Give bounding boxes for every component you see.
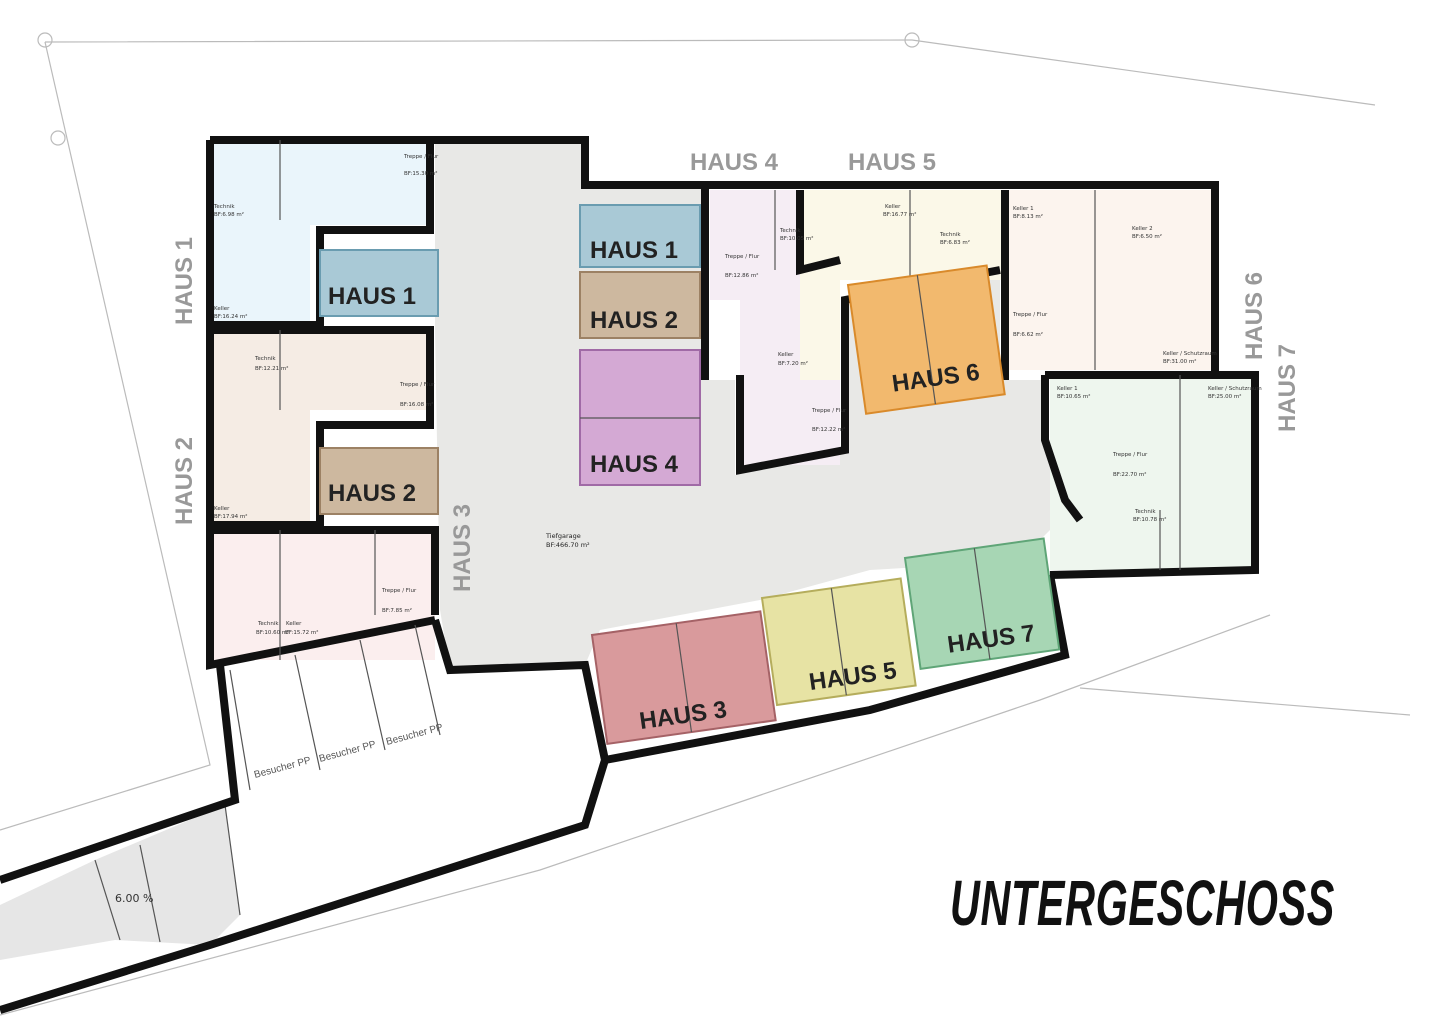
spot-haus6: HAUS 6 xyxy=(846,264,1006,415)
svg-text:Technik: Technik xyxy=(254,356,276,362)
spot-haus2-b: HAUS 2 xyxy=(579,271,701,339)
svg-text:Keller: Keller xyxy=(885,204,901,210)
svg-text:HAUS 4: HAUS 4 xyxy=(590,451,679,478)
svg-text:Keller / Schutzraum: Keller / Schutzraum xyxy=(1163,351,1217,357)
spot-haus1-a: HAUS 1 xyxy=(319,249,439,317)
haus3-rooms xyxy=(210,530,435,660)
haus1-rooms xyxy=(210,140,430,325)
ramp-slope: 6.00 % xyxy=(115,892,153,905)
svg-text:BF:17.94 m²: BF:17.94 m² xyxy=(214,513,247,520)
visitor-parking-label-3: Besucher PP xyxy=(385,722,445,748)
svg-text:HAUS 2: HAUS 2 xyxy=(590,307,678,334)
visitor-parking-label-1: Besucher PP xyxy=(253,755,313,781)
svg-text:Keller: Keller xyxy=(214,506,230,512)
svg-text:BF:12.22 m²: BF:12.22 m² xyxy=(812,426,845,433)
svg-text:Keller / Schutzraum: Keller / Schutzraum xyxy=(1208,386,1262,392)
spot-haus2-a-fill xyxy=(319,447,439,515)
svg-text:Treppe / Flur: Treppe / Flur xyxy=(381,588,417,594)
room-labels: Treppe / Flur BF:15.30 m² Technik BF:6.9… xyxy=(213,154,1262,636)
haus67-rooms xyxy=(1005,190,1255,570)
svg-text:BF:8.13 m²: BF:8.13 m² xyxy=(1013,213,1043,220)
svg-text:BF:15.30 m²: BF:15.30 m² xyxy=(404,170,437,177)
svg-text:BF:16.77 m²: BF:16.77 m² xyxy=(883,211,916,218)
site-boundary xyxy=(0,32,1411,1016)
spot-haus5: HAUS 5 xyxy=(760,577,917,707)
svg-text:BF:10.78 m²: BF:10.78 m² xyxy=(1133,516,1166,523)
svg-text:Keller: Keller xyxy=(778,352,794,358)
interior-lines xyxy=(279,140,1181,660)
svg-text:BF:12.86 m²: BF:12.86 m² xyxy=(725,272,758,279)
svg-text:Tiefgarage: Tiefgarage xyxy=(545,532,581,540)
svg-text:Technik: Technik xyxy=(779,228,801,234)
svg-text:BF:10.05 m²: BF:10.05 m² xyxy=(780,235,813,242)
svg-text:Treppe / Flur: Treppe / Flur xyxy=(1112,452,1148,458)
spot-haus3: HAUS 3 xyxy=(590,610,777,746)
walls xyxy=(0,136,1259,1014)
svg-text:BF:22.70 m²: BF:22.70 m² xyxy=(1113,471,1146,478)
svg-text:Keller 2: Keller 2 xyxy=(1132,226,1153,232)
svg-text:HAUS 2: HAUS 2 xyxy=(328,480,416,507)
svg-text:BF:16.24 m²: BF:16.24 m² xyxy=(214,313,247,320)
svg-text:Technik: Technik xyxy=(1134,509,1156,515)
svg-text:Technik: Technik xyxy=(939,232,961,238)
svg-text:BF:7.85 m²: BF:7.85 m² xyxy=(382,607,412,614)
svg-text:Keller 1: Keller 1 xyxy=(1057,386,1078,392)
svg-text:BF:15.72 m²: BF:15.72 m² xyxy=(285,629,318,636)
spot-haus7: HAUS 7 xyxy=(903,537,1061,671)
svg-text:BF:6.83 m²: BF:6.83 m² xyxy=(940,239,970,246)
side-label-haus1: HAUS 1 xyxy=(171,237,198,325)
svg-text:BF:31.00 m²: BF:31.00 m² xyxy=(1163,358,1196,365)
svg-text:Keller 1: Keller 1 xyxy=(1013,206,1034,212)
side-label-haus5: HAUS 5 xyxy=(848,149,936,176)
haus45-rooms xyxy=(710,190,1010,465)
svg-text:BF:12.21 m²: BF:12.21 m² xyxy=(255,365,288,372)
svg-text:Treppe / Flur: Treppe / Flur xyxy=(399,382,435,388)
parking-spots: HAUS 1 HAUS 2 HAUS 1 HAUS 2 HAUS 4 HAUS … xyxy=(319,204,1061,746)
svg-text:BF:6.98 m²: BF:6.98 m² xyxy=(214,211,244,218)
svg-text:HAUS 1: HAUS 1 xyxy=(590,237,678,264)
haus2-rooms xyxy=(210,330,430,525)
svg-text:Treppe / Flur: Treppe / Flur xyxy=(1012,312,1048,318)
side-label-haus4: HAUS 4 xyxy=(690,149,779,176)
svg-text:Keller: Keller xyxy=(286,621,302,627)
side-labels: HAUS 1 HAUS 2 HAUS 3 HAUS 4 HAUS 5 HAUS … xyxy=(171,149,1301,592)
svg-text:BF:466.70 m²: BF:466.70 m² xyxy=(546,541,590,549)
spot-haus1-a-fill xyxy=(319,249,439,317)
svg-text:Treppe / Flur: Treppe / Flur xyxy=(724,254,760,260)
visitor-parking-label-2: Besucher PP xyxy=(318,739,378,765)
svg-text:Technik: Technik xyxy=(213,204,235,210)
svg-text:BF:25.00 m²: BF:25.00 m² xyxy=(1208,393,1241,400)
side-label-haus3: HAUS 3 xyxy=(449,504,476,592)
tiefgarage-label: Tiefgarage BF:466.70 m² xyxy=(545,532,590,549)
svg-text:BF:10.60 m²: BF:10.60 m² xyxy=(256,629,289,636)
svg-text:BF:6.62 m²: BF:6.62 m² xyxy=(1013,331,1043,338)
svg-text:BF:7.20 m²: BF:7.20 m² xyxy=(778,360,808,367)
page-title: UNTERGESCHOSS xyxy=(950,867,1335,939)
ramp xyxy=(0,804,241,960)
side-label-haus7: HAUS 7 xyxy=(1274,344,1301,432)
spot-haus2-a: HAUS 2 xyxy=(319,447,439,515)
svg-text:BF:6.50 m²: BF:6.50 m² xyxy=(1132,233,1162,240)
spot-haus1-b-fill xyxy=(579,204,701,268)
spot-haus2-b-fill xyxy=(579,271,701,339)
spot-haus4: HAUS 4 xyxy=(579,349,701,486)
svg-text:HAUS 1: HAUS 1 xyxy=(328,283,416,310)
spot-haus1-b: HAUS 1 xyxy=(579,204,701,268)
svg-text:Keller: Keller xyxy=(214,306,230,312)
svg-text:Treppe / Flur: Treppe / Flur xyxy=(811,408,847,414)
side-label-haus2: HAUS 2 xyxy=(171,437,198,525)
svg-text:Technik: Technik xyxy=(257,621,279,627)
svg-text:Treppe / Flur: Treppe / Flur xyxy=(403,154,439,160)
svg-text:BF:16.08 m²: BF:16.08 m² xyxy=(400,401,433,408)
side-label-haus6: HAUS 6 xyxy=(1241,272,1268,360)
svg-text:BF:10.65 m²: BF:10.65 m² xyxy=(1057,393,1090,400)
